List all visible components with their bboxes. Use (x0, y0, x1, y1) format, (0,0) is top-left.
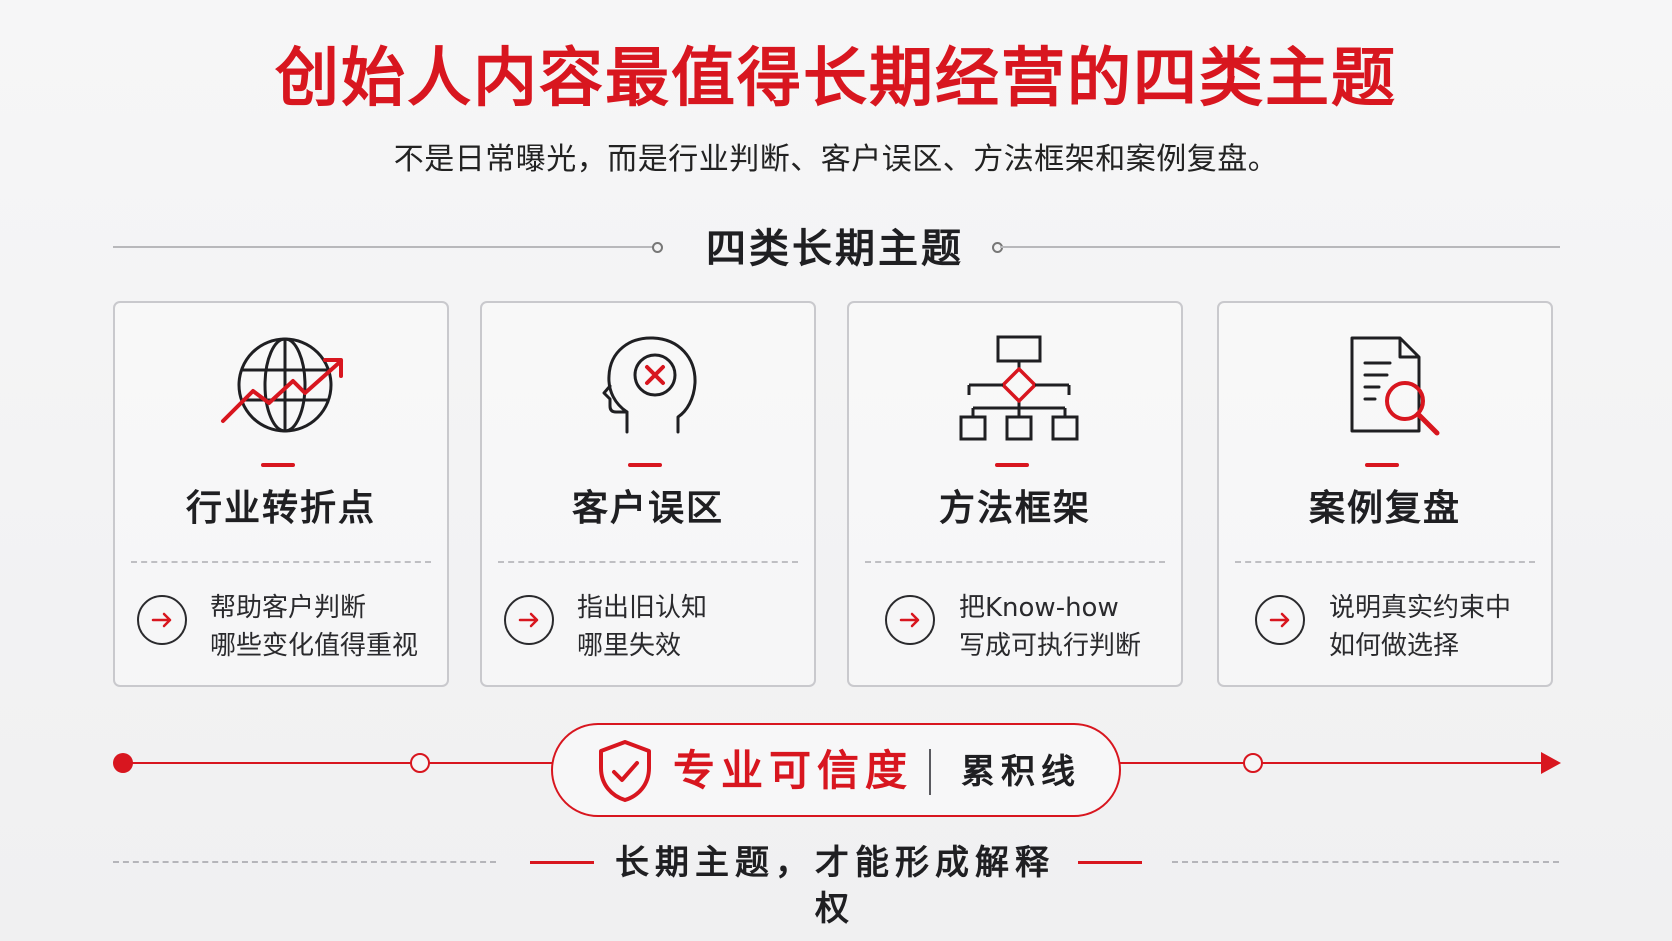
card-description: 说明真实约束中 如何做选择 (1329, 589, 1559, 665)
document-search-icon (1350, 336, 1440, 436)
section-title: 四类长期主题 (706, 226, 964, 272)
timeline-node (410, 753, 430, 773)
description-line: 哪些变化值得重视 (210, 631, 419, 661)
arrow-right-icon (137, 595, 187, 645)
card-title: 案例复盘 (1308, 488, 1461, 529)
credibility-label: 专业可信度 (673, 746, 914, 795)
description-line: 指出旧认知 (577, 593, 708, 623)
accent-bar (1365, 463, 1399, 467)
card-description: 指出旧认知 哪里失效 (577, 589, 807, 665)
accent-bar (261, 463, 295, 467)
dashed-divider (131, 561, 431, 563)
description-line: 写成可执行判断 (959, 631, 1142, 661)
pill-divider (929, 749, 931, 795)
footer-left-dashed-rule (113, 861, 496, 863)
dashed-divider (1235, 561, 1535, 563)
arrow-right-icon (504, 595, 554, 645)
card-title: 行业转折点 (185, 488, 376, 529)
description-line: 说明真实约束中 (1329, 593, 1512, 623)
card-title: 方法框架 (938, 488, 1091, 529)
timeline-start-dot (113, 753, 133, 773)
topic-card-case-review: 案例复盘 说明真实约束中 如何做选择 (1217, 301, 1553, 687)
footer-left-red-rule (530, 861, 594, 864)
topic-card-method-framework: 方法框架 把Know-how 写成可执行判断 (847, 301, 1183, 687)
description-line: 帮助客户判断 (210, 593, 367, 623)
timeline-node (1243, 753, 1263, 773)
globe-trend-icon (221, 337, 343, 433)
card-title: 客户误区 (571, 488, 724, 529)
main-title: 创始人内容最值得长期经营的四类主题 (275, 42, 1397, 116)
topic-card-customer-misconception: 客户误区 指出旧认知 哪里失效 (480, 301, 816, 687)
flowchart-icon (959, 335, 1079, 441)
description-line: 如何做选择 (1329, 631, 1460, 661)
arrow-right-icon (1255, 595, 1305, 645)
topic-card-industry-turning-point: 行业转折点 帮助客户判断 哪些变化值得重视 (113, 301, 449, 687)
head-x-icon (602, 336, 697, 434)
description-line: 哪里失效 (577, 631, 682, 661)
accent-bar (628, 463, 662, 467)
accumulation-label: 累积线 (961, 752, 1081, 792)
footer-caption: 长期主题，才能形成解释权 (615, 843, 1055, 929)
card-description: 帮助客户判断 哪些变化值得重视 (210, 589, 440, 665)
dashed-divider (865, 561, 1165, 563)
description-line: 把Know-how (959, 593, 1119, 623)
footer-right-dashed-rule (1172, 861, 1559, 863)
section-left-dot (652, 242, 663, 253)
section-right-rule (1000, 246, 1560, 248)
card-description: 把Know-how 写成可执行判断 (959, 589, 1189, 665)
subtitle: 不是日常曝光，而是行业判断、客户误区、方法框架和案例复盘。 (393, 142, 1279, 177)
arrow-right-icon (885, 595, 935, 645)
credibility-pill: 专业可信度 累积线 (551, 723, 1121, 817)
timeline-arrowhead (1541, 752, 1561, 774)
dashed-divider (498, 561, 798, 563)
accent-bar (995, 463, 1029, 467)
footer-right-red-rule (1078, 861, 1142, 864)
shield-check-icon (599, 740, 651, 802)
section-left-rule (113, 246, 653, 248)
